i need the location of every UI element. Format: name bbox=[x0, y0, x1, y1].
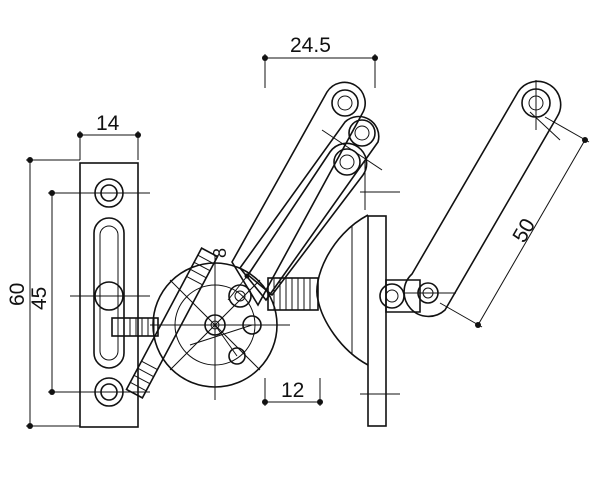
diagonal-bar bbox=[125, 247, 219, 399]
dim-label-45: 45 bbox=[28, 287, 51, 310]
dim-arm-offset: 24.5 bbox=[262, 34, 378, 88]
dim-label-50: 50 bbox=[508, 215, 540, 247]
knurled-pin bbox=[111, 317, 159, 337]
dim-label-8: 8 bbox=[210, 248, 230, 258]
hub bbox=[150, 255, 290, 400]
linkage-arms bbox=[231, 81, 383, 307]
connector-pin bbox=[267, 277, 319, 311]
swing-arm bbox=[379, 80, 562, 318]
dim-label-12: 12 bbox=[281, 379, 304, 402]
dim-overall-height: 60 bbox=[6, 157, 80, 429]
dim-hole-spacing: 45 bbox=[28, 190, 95, 395]
dim-label-24-5: 24.5 bbox=[290, 34, 331, 57]
dim-label-14: 14 bbox=[96, 112, 120, 135]
dim-plate-width: 14 bbox=[77, 112, 141, 160]
dim-stem-length: 12 bbox=[262, 378, 323, 406]
dim-arm-length: 50 bbox=[439, 116, 590, 328]
right-bracket bbox=[316, 191, 400, 427]
mounting-plate bbox=[70, 162, 150, 428]
dim-label-60: 60 bbox=[6, 283, 29, 306]
dim-hinge-diameter: 8 bbox=[210, 248, 250, 301]
